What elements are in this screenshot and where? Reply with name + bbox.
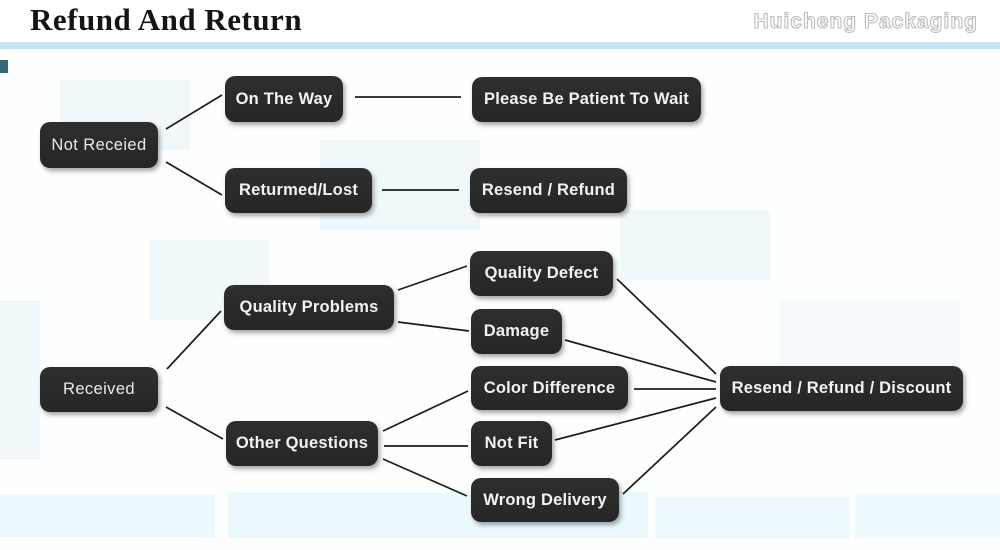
edge-received-to-other-questions: [165, 406, 224, 440]
background-texture-rect: [0, 300, 40, 460]
teal-edge-accent: [0, 60, 8, 73]
node-please-wait: Please Be Patient To Wait: [472, 77, 701, 122]
edge-not-received-to-on-the-way: [165, 94, 223, 130]
node-returned-lost: Returmed/Lost: [225, 168, 372, 213]
node-other-questions: Other Questions: [226, 421, 378, 466]
node-not-fit: Not Fit: [471, 421, 552, 466]
edge-not-received-to-returned-lost: [165, 161, 223, 196]
background-texture-rect: [855, 494, 1000, 538]
edge-received-to-quality-problems: [166, 310, 222, 370]
node-color-difference: Color Difference: [471, 366, 628, 410]
node-not-received: Not Receied: [40, 122, 158, 168]
edge-wrong-delivery-to-resend-refund-discount: [622, 406, 717, 495]
header-divider: [0, 42, 1000, 49]
brand-watermark: Huicheng Packaging: [753, 9, 978, 33]
node-on-the-way: On The Way: [225, 76, 343, 122]
page-title: Refund And Return: [30, 2, 303, 37]
edge-damage-to-resend-refund-discount: [564, 339, 717, 383]
node-resend-refund-discount: Resend / Refund / Discount: [720, 366, 963, 411]
node-quality-defect: Quality Defect: [470, 251, 613, 296]
header: Refund And Return Huicheng Packaging: [0, 0, 1000, 42]
background-texture-rect: [655, 497, 850, 539]
background-texture-rect: [620, 210, 770, 280]
node-resend-refund: Resend / Refund: [470, 168, 627, 213]
edge-quality-problems-to-quality-defect: [397, 265, 468, 291]
node-wrong-delivery: Wrong Delivery: [471, 478, 619, 522]
node-received: Received: [40, 367, 158, 412]
background-texture-rect: [0, 495, 215, 537]
node-damage: Damage: [471, 309, 562, 354]
edge-quality-defect-to-resend-refund-discount: [616, 278, 717, 375]
edge-other-questions-to-color-difference: [382, 390, 469, 432]
edge-other-questions-to-wrong-delivery: [382, 458, 468, 497]
node-quality-problems: Quality Problems: [224, 285, 394, 330]
edge-quality-problems-to-damage: [397, 321, 470, 332]
edge-not-fit-to-resend-refund-discount: [554, 397, 717, 441]
